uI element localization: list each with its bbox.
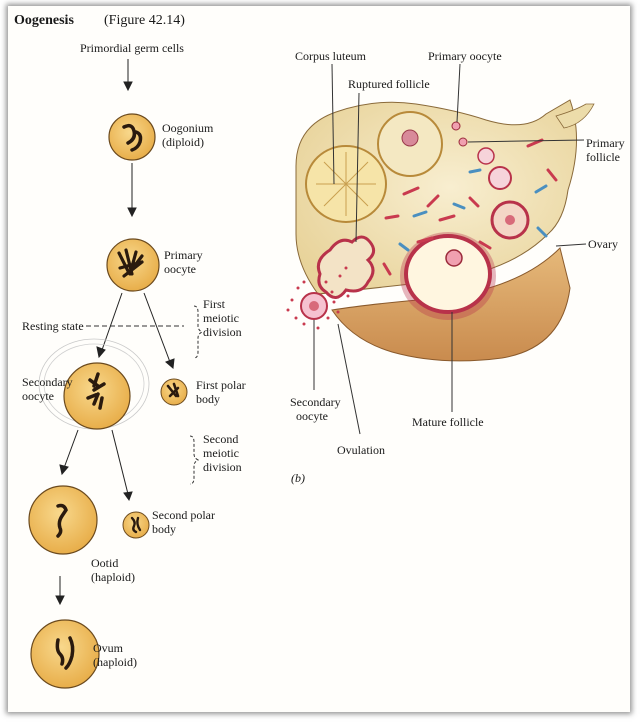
label-secondary-oocyte-2: oocyte [22, 389, 54, 403]
label-ootid: Ootid [91, 556, 118, 570]
leader-primary-follicle [467, 139, 585, 143]
primary-oocyte-cell [106, 238, 160, 292]
label-ovum: Ovum [93, 641, 124, 655]
label-second-division-3: division [203, 460, 242, 474]
label-first-polar-1: First polar [196, 378, 246, 392]
label-second-division-1: Second [203, 432, 238, 446]
bracket-second-division [189, 435, 200, 485]
ootid-cell [28, 485, 98, 555]
label-ovary-secondary-oocyte-2: oocyte [296, 409, 328, 423]
figure-reference: (Figure 42.14) [104, 13, 185, 28]
label-ovulation: Ovulation [337, 443, 385, 457]
label-primary-follicle-2: follicle [586, 150, 620, 164]
arrow-to-secondary [96, 292, 123, 359]
oogonium-cell [108, 113, 156, 161]
label-primary-oocyte-2: oocyte [164, 262, 196, 276]
leader-ruptured-follicle [355, 92, 360, 243]
label-first-polar-2: body [196, 392, 220, 406]
ovum-cell [30, 619, 100, 689]
label-resting-state: Resting state [22, 319, 84, 333]
label-first-division-1: First [203, 297, 226, 311]
arrow-1 [123, 59, 133, 92]
label-corpus-luteum: Corpus luteum [295, 49, 367, 63]
leader-ovary [555, 243, 587, 247]
label-first-division-2: meiotic [203, 311, 239, 325]
first-polar-body [160, 378, 188, 406]
label-ovum-haploid: (haploid) [93, 655, 137, 669]
secondary-oocyte-cell [38, 338, 150, 430]
ovary-illustration [286, 99, 595, 362]
label-mature-follicle: Mature follicle [412, 415, 484, 429]
label-primordial-germ-cells: Primordial germ cells [80, 41, 184, 55]
second-polar-body [122, 511, 150, 539]
label-ootid-haploid: (haploid) [91, 570, 135, 584]
label-oogonium: Oogonium [162, 121, 214, 135]
figure-page: Oogenesis (Figure 42.14) Primordial germ… [8, 6, 630, 712]
bracket-first-division [193, 305, 204, 359]
leader-corpus-luteum [331, 63, 335, 185]
arrow-2 [127, 163, 137, 218]
arrow-to-second-polar [111, 429, 133, 502]
leader-primary-oocyte [456, 63, 461, 123]
arrow-to-ootid [59, 429, 79, 476]
label-ovary: Ovary [588, 237, 618, 251]
arrow-to-ovum [55, 576, 65, 606]
leader-ovulation [337, 323, 361, 435]
label-first-division-3: division [203, 325, 242, 339]
figure-title: Oogenesis [14, 13, 74, 28]
label-ovary-primary-oocyte: Primary oocyte [428, 49, 502, 63]
label-second-division-2: meiotic [203, 446, 239, 460]
label-ruptured-follicle: Ruptured follicle [348, 77, 430, 91]
label-second-polar-1: Second polar [152, 508, 215, 522]
label-secondary-oocyte-1: Secondary [22, 375, 73, 389]
panel-label-b: (b) [291, 471, 305, 485]
label-primary-oocyte: Primary [164, 248, 203, 262]
label-oogonium-diploid: (diploid) [162, 135, 204, 149]
label-primary-follicle-1: Primary [586, 136, 625, 150]
label-second-polar-2: body [152, 522, 176, 536]
label-ovary-secondary-oocyte-1: Secondary [290, 395, 341, 409]
arrow-to-first-polar [143, 292, 175, 369]
figure-svg: Oogenesis (Figure 42.14) Primordial germ… [14, 13, 625, 689]
